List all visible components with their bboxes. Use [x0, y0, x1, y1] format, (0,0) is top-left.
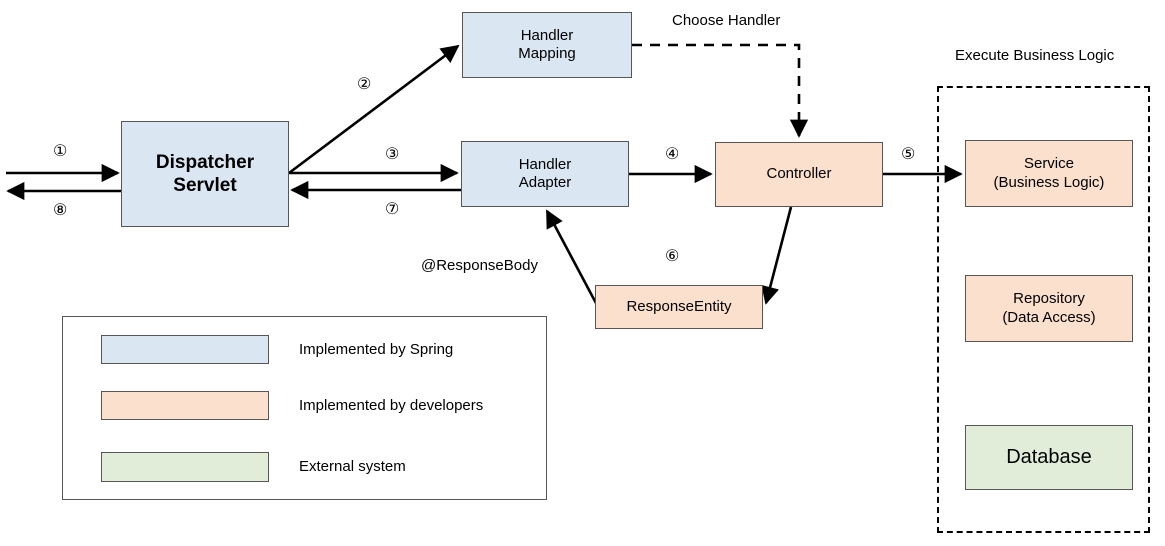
- legend-label-external: External system: [299, 458, 406, 475]
- node-service[interactable]: Service (Business Logic): [965, 140, 1133, 207]
- legend-swatch-spring: [101, 335, 269, 364]
- node-dispatcher-servlet[interactable]: Dispatcher Servlet: [121, 121, 289, 227]
- group-execute-business-logic: [937, 86, 1150, 533]
- step-marker-4: ④: [665, 146, 680, 163]
- step-marker-8: ⑧: [53, 202, 68, 219]
- annotation-choose-handler: Choose Handler: [672, 12, 781, 29]
- step-marker-5: ⑤: [901, 146, 916, 163]
- legend-label-spring: Implemented by Spring: [299, 341, 454, 358]
- node-database[interactable]: Database: [965, 425, 1133, 490]
- step-marker-6: ⑥: [665, 248, 680, 265]
- annotation-execute-business-logic: Execute Business Logic: [955, 47, 1115, 64]
- arrow-response-entity-to-handler-adapter: [545, 209, 599, 306]
- node-handler-mapping[interactable]: Handler Mapping: [462, 12, 632, 78]
- arrow-choose-handler: [632, 43, 809, 138]
- annotation-response-body: @ResponseBody: [421, 257, 538, 274]
- legend-swatch-developers: [101, 391, 269, 420]
- node-response-entity[interactable]: ResponseEntity: [595, 285, 763, 329]
- legend-label-developers: Implemented by developers: [299, 397, 484, 414]
- arrow-dispatcher-to-handler-mapping: [288, 44, 460, 175]
- legend-swatch-external: [101, 452, 269, 482]
- step-marker-3: ③: [385, 146, 400, 163]
- step-marker-7: ⑦: [385, 201, 400, 218]
- step-marker-2: ②: [357, 76, 372, 93]
- node-controller[interactable]: Controller: [715, 142, 883, 207]
- node-repository[interactable]: Repository (Data Access): [965, 275, 1133, 342]
- node-handler-adapter[interactable]: Handler Adapter: [461, 141, 629, 207]
- step-marker-1: ①: [53, 143, 68, 160]
- arrow-controller-to-response-entity: [761, 206, 793, 305]
